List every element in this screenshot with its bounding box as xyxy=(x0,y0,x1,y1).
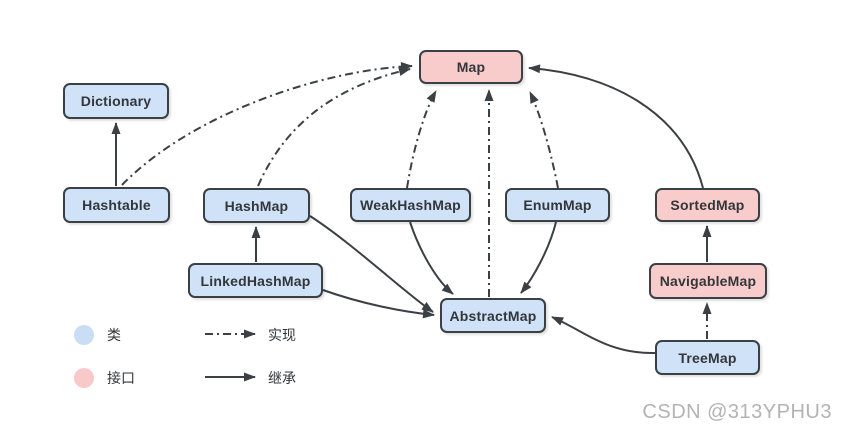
edge-enummap-map xyxy=(529,91,559,189)
legend-class-label: 类 xyxy=(107,327,121,343)
edge-linkedhashmap-abstractmap xyxy=(322,289,435,319)
edge-sortedmap-map xyxy=(528,64,704,189)
edge-weakhashmap-abstractmap xyxy=(409,221,454,295)
legend-extends-label: 继承 xyxy=(268,370,296,386)
legend-class-dot xyxy=(74,325,94,345)
legend-interface-dot xyxy=(74,368,94,388)
node-navigablemap: NavigableMap xyxy=(649,263,767,299)
edge-enummap-abstractmap xyxy=(520,221,557,294)
node-enummap: EnumMap xyxy=(505,188,610,222)
edge-hashmap-map xyxy=(257,67,411,187)
node-treemap: TreeMap xyxy=(655,340,760,375)
legend-implements-label: 实现 xyxy=(268,327,296,343)
node-dictionary: Dictionary xyxy=(63,83,169,119)
legend-implements-arrow xyxy=(205,329,256,339)
edge-weakhashmap-map xyxy=(406,90,437,189)
edge-hashmap-abstractmap xyxy=(309,215,434,313)
node-sortedmap: SortedMap xyxy=(655,188,760,222)
edge-treemap-abstractmap xyxy=(551,316,656,355)
node-linkedhashmap: LinkedHashMap xyxy=(188,263,323,298)
csdn-watermark: CSDN @313YPHU3 xyxy=(642,401,832,423)
node-map: Map xyxy=(419,50,523,84)
node-hashtable: Hashtable xyxy=(63,187,170,223)
edge-hashtable-map xyxy=(121,61,413,186)
node-weakhashmap: WeakHashMap xyxy=(350,188,471,222)
legend-extends-arrow xyxy=(205,372,256,382)
node-abstractmap: AbstractMap xyxy=(440,298,546,333)
node-hashmap: HashMap xyxy=(203,188,310,223)
legend-interface-label: 接口 xyxy=(107,370,135,386)
